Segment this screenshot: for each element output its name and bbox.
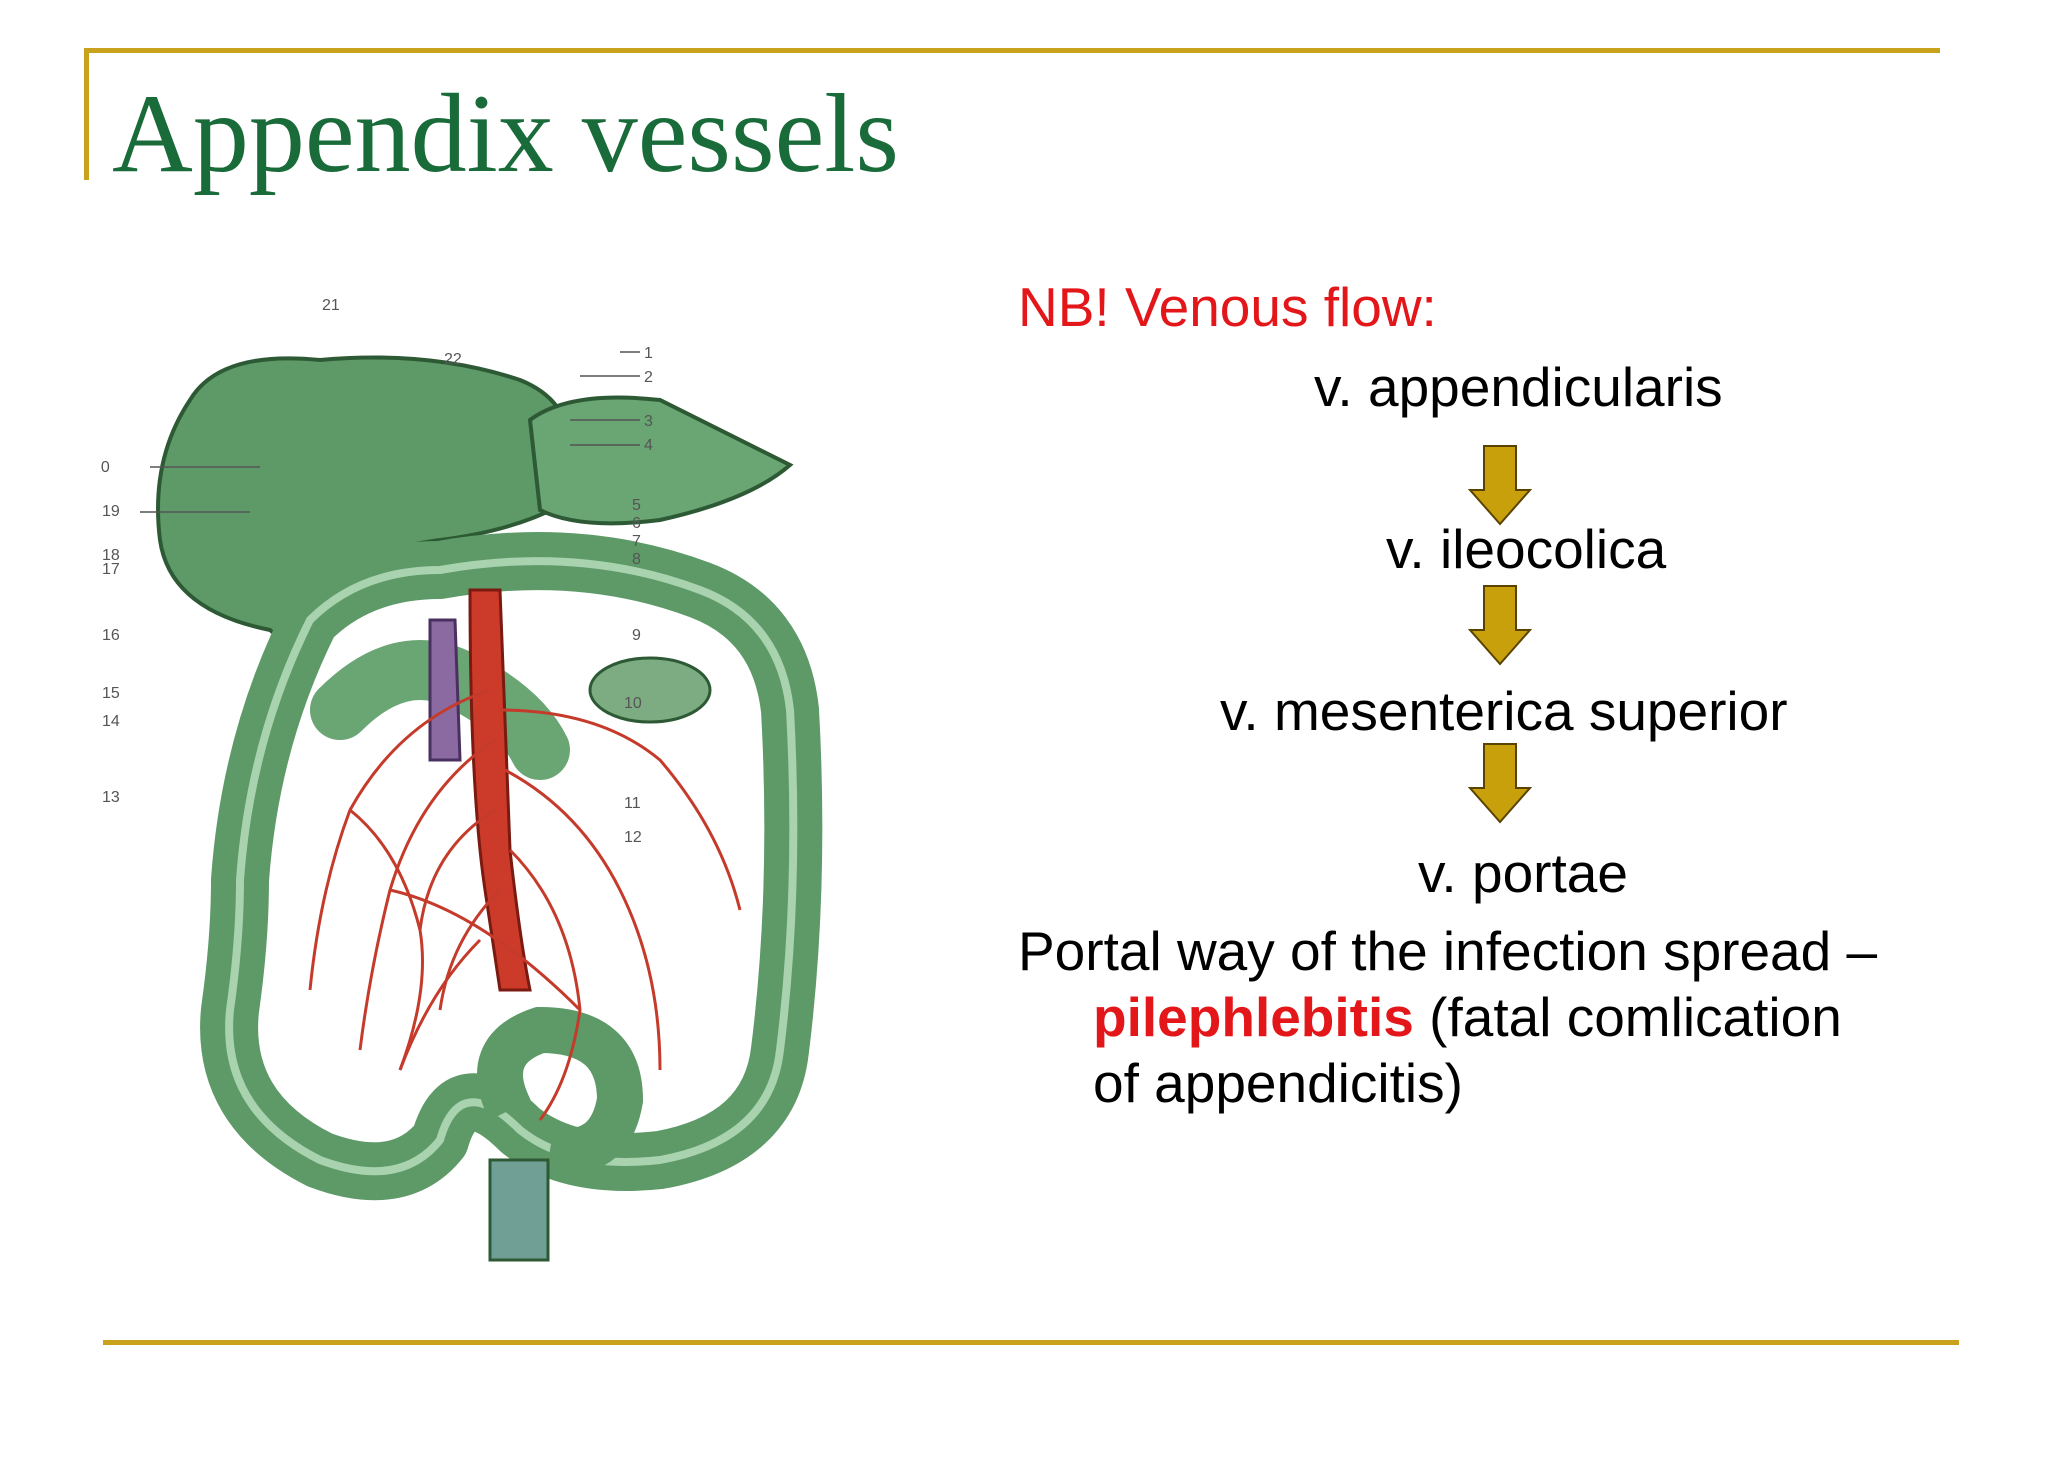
- liver-lobe-shape: [527, 395, 794, 526]
- slide-title: Appendix vessels: [112, 72, 900, 196]
- figure-label: 1: [644, 345, 653, 362]
- figure-label: 19: [102, 503, 120, 520]
- figure-label: 16: [102, 627, 120, 644]
- duodenum-shape: [310, 640, 570, 780]
- figure-label: 9: [632, 627, 641, 644]
- nb-heading: NB! Venous flow:: [1018, 276, 1437, 338]
- figure-label: 22: [444, 351, 462, 368]
- down-arrow-icon: [1468, 445, 1532, 526]
- flow-step-appendicularis: v. appendicularis: [1314, 356, 1723, 418]
- figure-label: 18: [102, 547, 120, 564]
- figure-label: 5: [632, 497, 641, 514]
- portal-line-2: pilephlebitis (fatal comlication: [1018, 984, 1978, 1050]
- liver-shape: [156, 355, 572, 638]
- pancreas-shape: [588, 656, 712, 724]
- figure-label: 12: [624, 829, 642, 846]
- colon-inner-line: [225, 557, 798, 1176]
- flow-step-ileocolica: v. ileocolica: [1386, 518, 1667, 580]
- top-rule: [84, 48, 1940, 53]
- sigmoid-loop: [477, 1006, 644, 1175]
- figure-label: 3: [644, 413, 653, 430]
- figure-label: 7: [632, 533, 641, 550]
- down-arrow-icon: [1468, 585, 1532, 666]
- portal-line-2-rest: (fatal comlication: [1413, 986, 1842, 1048]
- portal-line-3: of appendicitis): [1093, 1052, 1463, 1114]
- appendix-vessels-illustration: 1 2 3 4 5 6 7 8 9 10 11 12 13 14 15 16 1…: [100, 297, 823, 1262]
- portal-line-1: Portal way of the infection spread –: [1018, 920, 1878, 982]
- figure-label: 15: [102, 685, 120, 702]
- pilephlebitis-highlight: pilephlebitis: [1093, 986, 1414, 1048]
- portal-spread-note: Portal way of the infection spread – pil…: [1018, 918, 1978, 1116]
- figure-label: 11: [624, 795, 641, 812]
- figure-label: 17: [102, 561, 120, 578]
- flow-step-mesenterica-superior: v. mesenterica superior: [1220, 680, 1788, 742]
- figure-label: 4: [644, 437, 653, 454]
- flow-step-portae: v. portae: [1418, 842, 1628, 904]
- mesenteric-arteries: [308, 688, 742, 1121]
- figure-label: 2: [644, 369, 653, 386]
- figure-label: 14: [102, 713, 120, 730]
- figure-label: 20: [100, 459, 110, 476]
- down-arrow-icon: [1468, 743, 1532, 824]
- left-rule: [84, 48, 89, 180]
- figure-label: 8: [632, 551, 641, 568]
- figure-label: 13: [102, 789, 120, 806]
- vein-shape: [428, 618, 462, 762]
- figure-label: 10: [624, 695, 642, 712]
- bottom-rule: [103, 1340, 1959, 1345]
- figure-label: 21: [322, 297, 340, 314]
- leader-lines: [140, 351, 640, 513]
- figure-label: 6: [632, 515, 641, 532]
- rectum-shape: [488, 1158, 550, 1262]
- aorta-shape: [468, 588, 532, 992]
